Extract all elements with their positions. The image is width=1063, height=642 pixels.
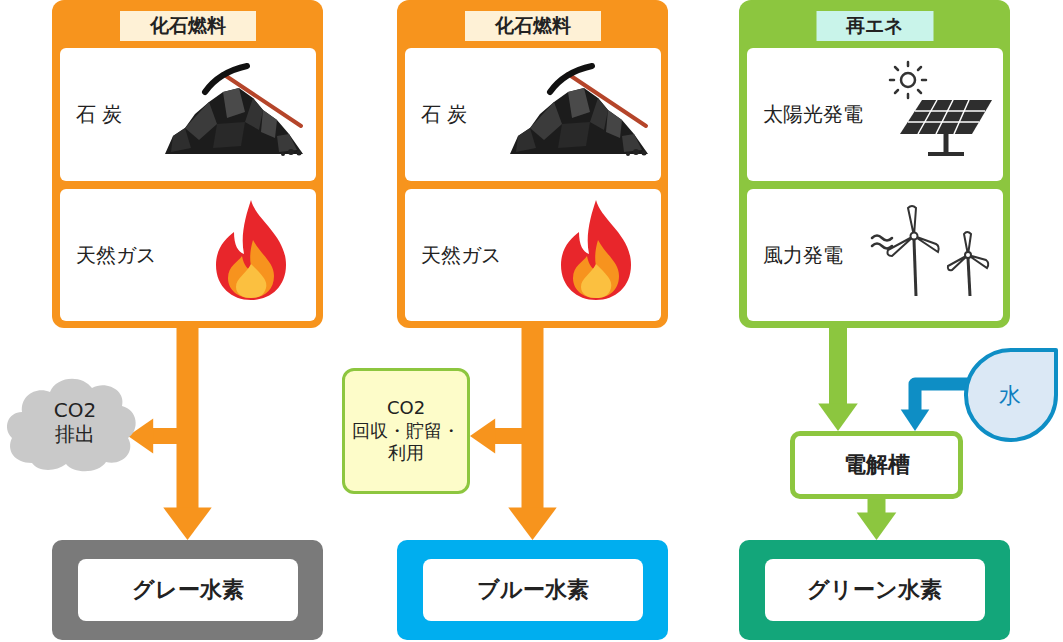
arrow-shaft	[494, 328, 532, 436]
fuel-group: 化石燃料石 炭天然ガス	[52, 0, 323, 328]
label-line: 排出	[54, 422, 96, 446]
arrow-head	[508, 508, 556, 540]
arrow-shaft	[829, 328, 847, 404]
node-label: 太陽光発電	[763, 101, 863, 128]
arrow-head	[857, 512, 897, 540]
hydrogen-box: グリーン水素	[739, 540, 1010, 640]
flow-arrow	[470, 328, 533, 454]
source-box: 太陽光発電	[747, 48, 1003, 181]
arrow-shaft	[868, 499, 886, 513]
node-label: ブルー水素	[423, 559, 643, 621]
source-box: 天然ガス	[60, 189, 316, 321]
source-box: 石 炭	[405, 48, 661, 181]
group-heading: 化石燃料	[120, 11, 256, 41]
arrow-head	[470, 418, 495, 453]
renewable-group: 再エネ太陽光発電風力発電	[739, 0, 1010, 328]
water-drop: 水	[963, 342, 1061, 442]
node-label: 電解槽	[844, 450, 910, 480]
group-heading: 再エネ	[816, 11, 933, 41]
electrolyzer-box: 電解槽	[790, 431, 963, 499]
flow-arrow	[818, 328, 858, 431]
node-label: グリーン水素	[765, 559, 985, 621]
ccus-box: CO2 回収・貯留・利用	[342, 368, 470, 494]
arrow-shaft	[915, 384, 971, 410]
node-label: 天然ガス	[76, 242, 156, 269]
node-label: CO2 回収・貯留・利用	[350, 397, 462, 465]
label-line: CO2	[54, 398, 96, 422]
source-box: 風力発電	[747, 189, 1003, 321]
node-label: 石 炭	[421, 101, 467, 128]
source-box: 石 炭	[60, 48, 316, 181]
node-label: 水	[999, 381, 1021, 411]
fuel-group: 化石燃料石 炭天然ガス	[397, 0, 668, 328]
node-label: 風力発電	[763, 242, 843, 269]
arrow-head	[901, 409, 930, 431]
flow-arrow	[901, 384, 971, 431]
arrow-head	[818, 403, 858, 431]
emission-cloud: CO2 排出	[2, 368, 142, 476]
node-label: グレー水素	[78, 559, 298, 621]
flow-arrow	[857, 499, 897, 540]
group-heading: 化石燃料	[465, 11, 601, 41]
hydrogen-box: ブルー水素	[397, 540, 668, 640]
node-label: 石 炭	[76, 101, 122, 128]
node-label: CO2 排出	[54, 398, 96, 446]
flow-arrow	[128, 328, 188, 454]
source-box: 天然ガス	[405, 189, 661, 321]
label-line: 回収・貯留・利用	[350, 420, 462, 465]
hydrogen-box: グレー水素	[52, 540, 323, 640]
arrow-shaft	[152, 328, 187, 436]
arrow-head	[163, 508, 211, 540]
label-line: CO2	[350, 397, 462, 420]
node-label: 天然ガス	[421, 242, 501, 269]
